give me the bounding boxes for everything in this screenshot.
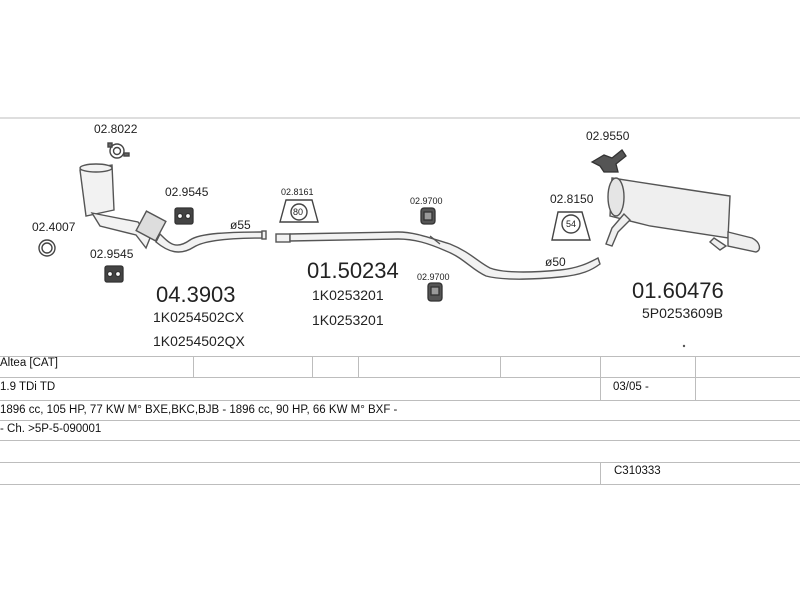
chassis-number: - Ch. >5P-5-090001 xyxy=(0,423,102,435)
rubber-hanger-icon[interactable] xyxy=(104,265,124,283)
mid-pipe-part-drawing[interactable] xyxy=(275,231,601,280)
table-divider xyxy=(0,356,800,357)
diameter-label: ø55 xyxy=(230,218,251,232)
accessory-number: 02.9550 xyxy=(586,129,630,143)
accessory-number: 02.8022 xyxy=(94,122,138,136)
oem-number: 1K0254502CX xyxy=(153,309,245,325)
oem-number: 1K0253201 xyxy=(312,287,384,303)
rear-silencer-part-drawing[interactable] xyxy=(605,177,761,253)
mount-size-label: 80 xyxy=(293,207,303,217)
table-divider xyxy=(600,462,601,484)
table-divider xyxy=(0,420,800,421)
part-number[interactable]: 04.3903 xyxy=(156,282,236,307)
accessory-number: 02.4007 xyxy=(32,220,76,234)
table-divider xyxy=(600,356,601,400)
part-number[interactable]: 01.50234 xyxy=(307,258,399,283)
table-divider xyxy=(0,377,800,378)
clamp-icon[interactable] xyxy=(107,142,130,159)
accessory-number: 02.9700 xyxy=(417,272,450,282)
rubber-hanger-icon[interactable] xyxy=(174,207,194,225)
table-divider xyxy=(695,356,696,400)
engine-specs: 1896 cc, 105 HP, 77 KW M° BXE,BKC,BJB - … xyxy=(0,404,398,416)
marker-dot xyxy=(682,344,686,348)
mount-54-icon[interactable] xyxy=(551,211,591,241)
table-divider xyxy=(500,356,501,377)
table-divider xyxy=(193,356,194,377)
system-code: C310333 xyxy=(614,465,661,477)
vehicle-model: Altea [CAT] xyxy=(0,357,58,369)
oem-number: 1K0254502QX xyxy=(153,333,246,349)
accessory-number: 02.8161 xyxy=(281,187,314,197)
table-divider xyxy=(358,356,359,377)
engine-type: 1.9 TDi TD xyxy=(0,381,56,393)
rubber-hanger-icon[interactable] xyxy=(590,149,627,173)
oem-number: 5P0253609B xyxy=(642,305,723,321)
production-date: 03/05 - xyxy=(613,381,649,393)
accessory-number: 02.8150 xyxy=(550,192,594,206)
table-divider xyxy=(0,484,800,485)
rubber-hanger-icon[interactable] xyxy=(420,207,436,225)
table-divider xyxy=(0,462,800,463)
oem-number: 1K0253201 xyxy=(312,312,384,328)
table-divider xyxy=(0,400,800,401)
table-divider xyxy=(312,356,313,377)
table-divider xyxy=(0,440,800,441)
gasket-icon[interactable] xyxy=(38,239,56,257)
rubber-hanger-icon[interactable] xyxy=(427,282,443,302)
accessory-number: 02.9700 xyxy=(410,196,443,206)
mount-80-icon[interactable] xyxy=(279,199,319,223)
accessory-number: 02.9545 xyxy=(90,247,134,261)
catalyst-part-drawing[interactable] xyxy=(79,163,267,253)
part-number[interactable]: 01.60476 xyxy=(632,278,724,303)
diameter-label: ø50 xyxy=(545,255,566,269)
mount-size-label: 54 xyxy=(566,219,576,229)
accessory-number: 02.9545 xyxy=(165,185,209,199)
